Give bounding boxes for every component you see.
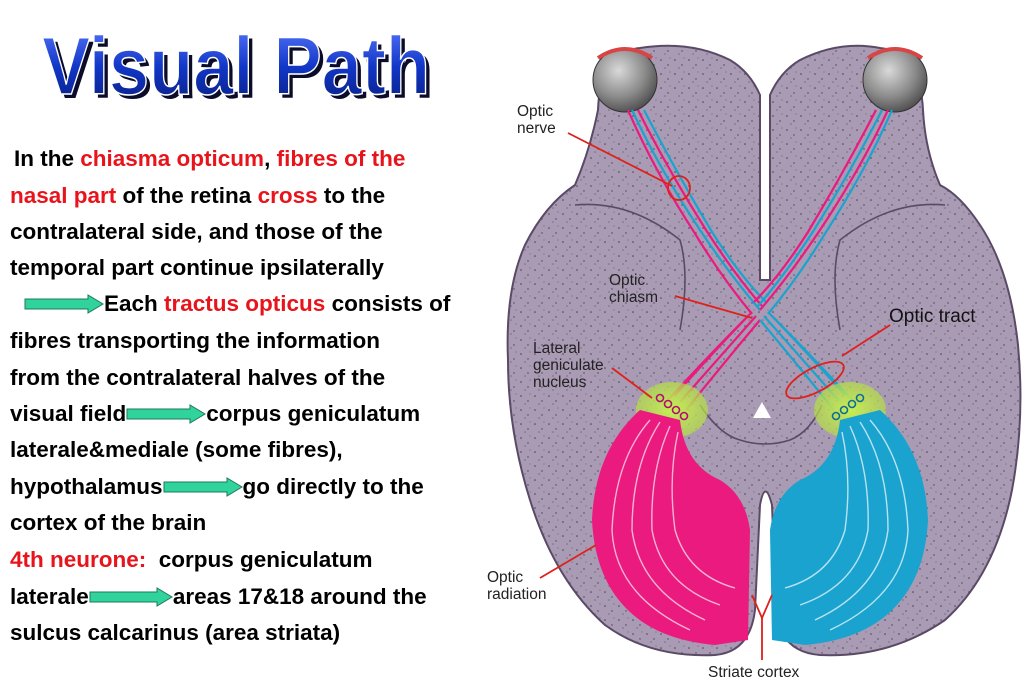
midbrain-contour: [699, 404, 823, 445]
text-span: hypothalamus: [10, 474, 163, 499]
right-arrow-icon: [163, 476, 243, 497]
midline-marker-icon: [753, 402, 771, 418]
text-line-11: cortex of the brain: [10, 510, 207, 535]
text-span: go directly to the: [242, 474, 424, 499]
red-term: cross: [257, 183, 318, 208]
title-text: Visual Path: [42, 21, 430, 112]
pointer-lines: [539, 132, 891, 660]
visual-pathway-diagram: Optic nerve Optic chiasm Lateral genicul…: [487, 44, 1022, 681]
label-lgn-3: nucleus: [533, 374, 587, 391]
red-term: nasal part: [10, 183, 117, 208]
text-span: to the: [317, 183, 386, 208]
text-line-12: 4th neurone: corpus geniculatum: [10, 547, 373, 572]
text-line-4: temporal part continue ipsilaterally: [10, 255, 384, 280]
text-line-3: contralateral side, and those of the: [10, 219, 383, 244]
text-span: corpus geniculatum: [146, 547, 373, 572]
right-arrow-icon: [126, 403, 207, 424]
text-line-14: sulcus calcarinus (area striata): [10, 620, 341, 645]
text-line-9: laterale&mediale (some fibres),: [10, 437, 343, 462]
text-span: In the: [14, 146, 81, 171]
text-line-2: nasal part of the retina cross to the: [10, 183, 386, 208]
text-span: laterale: [10, 584, 89, 609]
text-span: ,: [264, 146, 277, 171]
optic-radiation-left: [592, 410, 750, 645]
text-span: visual field: [10, 401, 127, 426]
label-striate-cortex: Striate cortex: [708, 664, 800, 681]
brain-outline: [506, 44, 1022, 657]
text-line-7: from the contralateral halves of the: [10, 365, 386, 390]
right-arrow-icon: [89, 586, 173, 607]
text-line-1: In the chiasma opticum, fibres of the: [14, 146, 406, 171]
label-optic-radiation-2: radiation: [487, 586, 546, 603]
text-span: consists of: [325, 291, 451, 316]
label-lgn-1: Lateral: [533, 340, 580, 357]
optic-nerve-fibres-left: [626, 109, 767, 315]
text-line-13: laterale areas 17&18 around the: [10, 584, 427, 609]
title-shadow: Visual Path: [46, 25, 434, 116]
lgn-left-neurons: [655, 393, 689, 421]
label-optic-nerve-2: nerve: [517, 120, 556, 137]
text-line-5: Each tractus opticus consists of: [24, 291, 451, 316]
optic-radiation-right: [770, 410, 928, 645]
text-line-10: hypothalamus go directly to the: [10, 474, 424, 499]
page-title: Visual Path Visual Path: [41, 20, 434, 116]
text-line-8: visual field corpus geniculatum: [10, 401, 421, 426]
right-eye: [862, 47, 928, 113]
red-term: chiasma opticum: [80, 146, 265, 171]
text-line-6: fibres transporting the information: [10, 328, 381, 353]
text-span: areas 17&18 around the: [172, 584, 427, 609]
red-term: fibres of the: [276, 146, 406, 171]
temporal-lobe-right: [834, 203, 946, 331]
label-optic-chiasm-1: Optic: [609, 272, 645, 289]
label-optic-radiation-1: Optic: [487, 569, 523, 586]
text-span: Each: [104, 291, 165, 316]
label-optic-nerve-1: Optic: [517, 103, 553, 120]
optic-nerve-fibres-right: [753, 109, 894, 315]
text-span: of the retina: [116, 183, 258, 208]
text-span: corpus geniculatum: [206, 401, 421, 426]
label-optic-chiasm-2: chiasm: [609, 289, 658, 306]
label-lgn-2: geniculate: [533, 357, 604, 374]
label-optic-tract: Optic tract: [889, 306, 976, 327]
temporal-lobe-left: [574, 203, 686, 331]
red-term: 4th neurone:: [10, 547, 147, 572]
right-arrow-icon: [24, 293, 104, 314]
red-term: tractus opticus: [164, 291, 326, 316]
lgn-right-neurons: [831, 393, 865, 421]
left-eye: [592, 47, 658, 113]
